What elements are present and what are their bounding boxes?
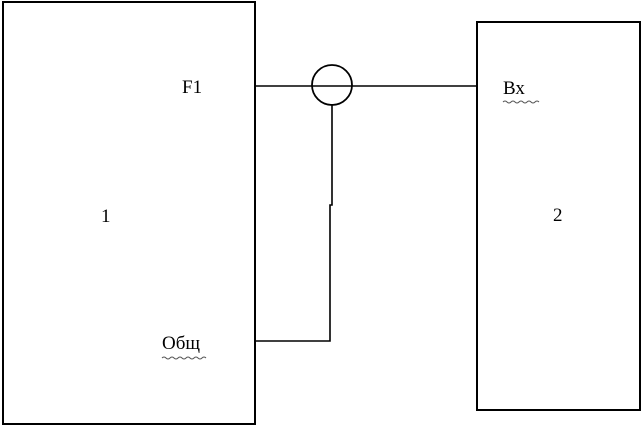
common-wire xyxy=(255,104,333,342)
port-common-underline xyxy=(161,356,207,360)
port-f1-label: F1 xyxy=(182,77,202,98)
port-input-label: Вх xyxy=(503,78,525,99)
block-1-number: 1 xyxy=(101,206,111,227)
port-input-underline xyxy=(502,100,540,104)
circle-junction-icon xyxy=(311,64,353,106)
block-2-number: 2 xyxy=(553,205,563,226)
block-1 xyxy=(2,1,256,425)
block-2 xyxy=(476,21,641,411)
port-common-label: Общ xyxy=(162,333,200,354)
